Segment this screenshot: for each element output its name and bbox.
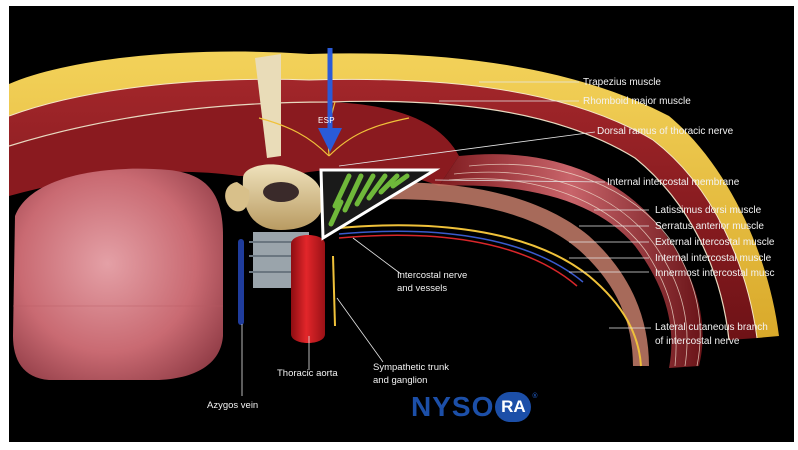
label-intercostal-nerve-line2: and vessels <box>397 283 447 295</box>
label-internal-intercostal: Internal intercostal muscle <box>655 253 771 265</box>
label-sympathetic-line1: Sympathetic trunk <box>373 362 449 374</box>
label-internal-intercostal-membrane: Internal intercostal membrane <box>607 177 739 189</box>
sympathetic-trunk-strand <box>333 256 335 326</box>
anatomy-illustration: ESP Trapezius muscle Rhomboid major musc… <box>9 6 794 442</box>
label-latissimus: Latissimus dorsi muscle <box>655 205 761 217</box>
label-lateral-cutaneous-line1: Lateral cutaneous branch <box>655 322 768 334</box>
label-trapezius: Trapezius muscle <box>583 77 661 89</box>
label-intercostal-nerve-line1: Intercostal nerve <box>397 270 467 282</box>
label-sympathetic-line2: and ganglion <box>373 375 427 387</box>
label-serratus: Serratus anterior muscle <box>655 221 764 233</box>
label-rhomboid: Rhomboid major muscle <box>583 96 691 108</box>
label-innermost-intercostal: Innermost intercostal musc <box>655 268 775 280</box>
esp-label: ESP <box>318 116 335 125</box>
logo-badge: RA <box>495 392 531 422</box>
lung <box>13 169 223 380</box>
nysora-logo: NYSO RA ® <box>411 389 539 425</box>
label-azygos: Azygos vein <box>207 400 258 412</box>
logo-registered-mark: ® <box>532 393 538 400</box>
thoracic-aorta-vessel <box>291 235 325 343</box>
label-thoracic-aorta: Thoracic aorta <box>277 368 338 380</box>
label-dorsal-ramus: Dorsal ramus of thoracic nerve <box>597 126 733 138</box>
label-external-intercostal: External intercostal muscle <box>655 237 775 249</box>
label-lateral-cutaneous-line2: of intercostal nerve <box>655 336 740 348</box>
logo-text: NYSO <box>411 391 494 423</box>
